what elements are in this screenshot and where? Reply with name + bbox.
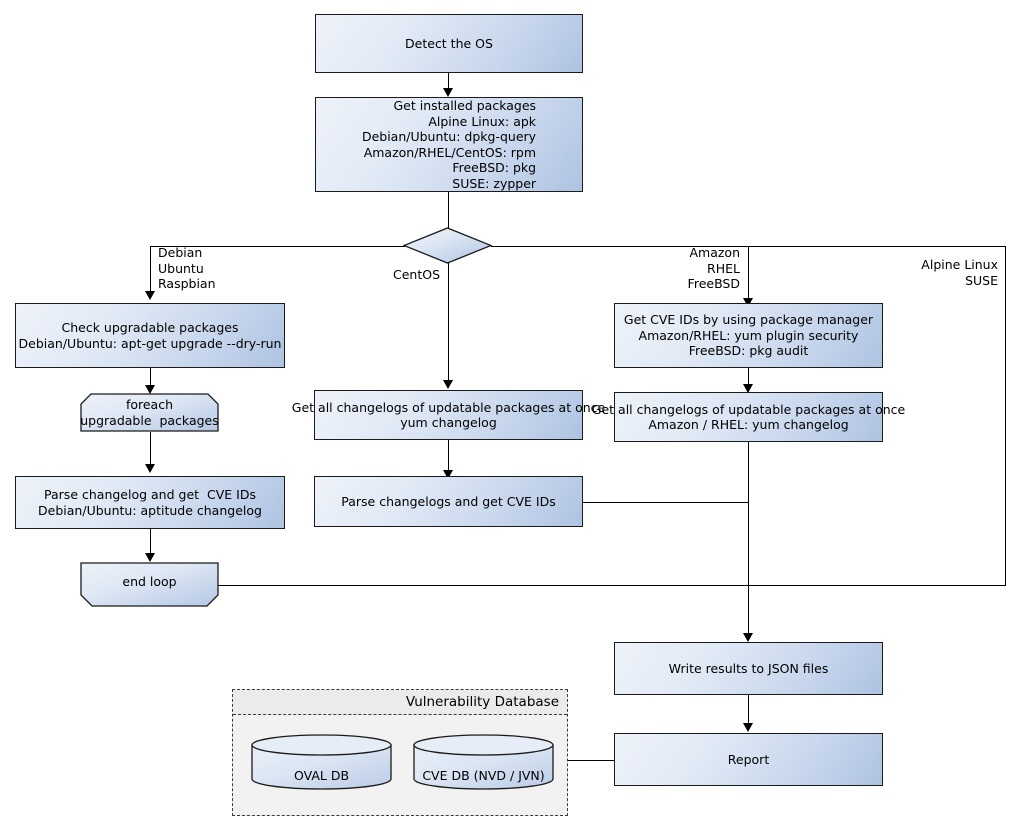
arrowhead-changelogs-to-write bbox=[742, 633, 753, 642]
branch-label-alpine: Alpine Linux SUSE bbox=[921, 257, 998, 288]
connector-packages-to-decision bbox=[447, 192, 449, 229]
node-check-upgradable[interactable]: Check upgradable packages Debian/Ubuntu:… bbox=[15, 303, 285, 368]
node-parse-changelogs-centos[interactable]: Parse changelogs and get CVE IDs bbox=[314, 476, 583, 527]
db-cylinder-oval[interactable]: OVAL DB bbox=[251, 734, 392, 790]
node-os-decision[interactable] bbox=[403, 227, 492, 264]
node-write-json[interactable]: Write results to JSON files bbox=[614, 642, 883, 695]
group-vulnerability-database-title: Vulnerability Database bbox=[233, 690, 567, 715]
branch-label-centos: CentOS bbox=[392, 267, 440, 282]
node-get-installed-packages-label: Get installed packages Alpine Linux: apk… bbox=[361, 98, 537, 191]
node-parse-changelog-debian-label: Parse changelog and get CVE IDs Debian/U… bbox=[38, 487, 262, 518]
connector-foreach-to-parse bbox=[149, 432, 151, 470]
connector-centerparse-to-right bbox=[583, 501, 748, 503]
node-foreach-loop[interactable]: foreach upgradable packages bbox=[80, 393, 219, 432]
arrowhead-amazon-branch bbox=[742, 298, 753, 307]
node-changelogs-amazon-label: Get all changelogs of updatable packages… bbox=[591, 401, 906, 433]
connector-decision-centos bbox=[447, 263, 449, 382]
node-changelogs-amazon[interactable]: Get all changelogs of updatable packages… bbox=[592, 392, 905, 442]
arrowhead-detect-to-packages bbox=[442, 88, 453, 97]
arrowhead-check-to-foreach bbox=[144, 385, 155, 394]
node-report[interactable]: Report bbox=[614, 733, 883, 786]
arrowhead-changelogs-to-parse bbox=[442, 470, 453, 479]
node-parse-changelog-debian[interactable]: Parse changelog and get CVE IDs Debian/U… bbox=[15, 476, 285, 529]
connector-parse-to-endloop bbox=[149, 529, 151, 559]
arrowhead-left-branch bbox=[145, 291, 155, 300]
node-write-json-label: Write results to JSON files bbox=[668, 660, 829, 676]
connector-cveids-to-changelogs bbox=[747, 368, 749, 394]
node-detect-os[interactable]: Detect the OS bbox=[315, 14, 583, 73]
connector-amazon-branch-down bbox=[747, 245, 749, 302]
connector-vulndb-to-report bbox=[568, 759, 615, 761]
branch-label-amazon: Amazon RHEL FreeBSD bbox=[687, 245, 740, 291]
connector-changelogs-to-parse bbox=[447, 440, 449, 476]
arrowhead-cveids-to-changelogs bbox=[742, 384, 753, 393]
node-parse-changelogs-centos-label: Parse changelogs and get CVE IDs bbox=[341, 493, 556, 509]
arrowhead-write-to-report bbox=[742, 723, 753, 732]
node-get-installed-packages[interactable]: Get installed packages Alpine Linux: apk… bbox=[315, 97, 583, 192]
db-cylinder-cve[interactable]: CVE DB (NVD / JVN) bbox=[413, 734, 554, 790]
branch-label-debian: Debian Ubuntu Raspbian bbox=[158, 245, 216, 291]
node-detect-os-label: Detect the OS bbox=[405, 35, 493, 51]
connector-decision-left bbox=[150, 245, 405, 247]
group-vulnerability-database: Vulnerability Database OVAL DB bbox=[232, 689, 568, 816]
connector-alpine-branch-down bbox=[1005, 245, 1007, 586]
node-changelogs-centos[interactable]: Get all changelogs of updatable packages… bbox=[292, 390, 605, 440]
arrowhead-centos-branch bbox=[442, 380, 453, 389]
connector-check-to-foreach bbox=[149, 368, 151, 392]
connector-left-branch-down bbox=[150, 245, 152, 294]
node-cve-ids-package-manager-label: Get CVE IDs by using package manager Ama… bbox=[623, 312, 874, 359]
node-changelogs-centos-label: Get all changelogs of updatable packages… bbox=[291, 399, 606, 431]
connector-write-to-report bbox=[747, 695, 749, 727]
node-check-upgradable-label: Check upgradable packages Debian/Ubuntu:… bbox=[18, 320, 282, 351]
connector-changelogs-to-write bbox=[747, 442, 749, 640]
connector-detect-to-packages bbox=[447, 73, 449, 95]
node-cve-ids-package-manager[interactable]: Get CVE IDs by using package manager Ama… bbox=[614, 303, 883, 368]
arrowhead-parse-to-endloop bbox=[144, 553, 155, 562]
node-report-label: Report bbox=[727, 751, 770, 767]
node-end-loop[interactable]: end loop bbox=[80, 562, 219, 607]
arrowhead-foreach-to-parse bbox=[144, 464, 155, 473]
connector-endloop-to-right bbox=[218, 584, 1006, 586]
